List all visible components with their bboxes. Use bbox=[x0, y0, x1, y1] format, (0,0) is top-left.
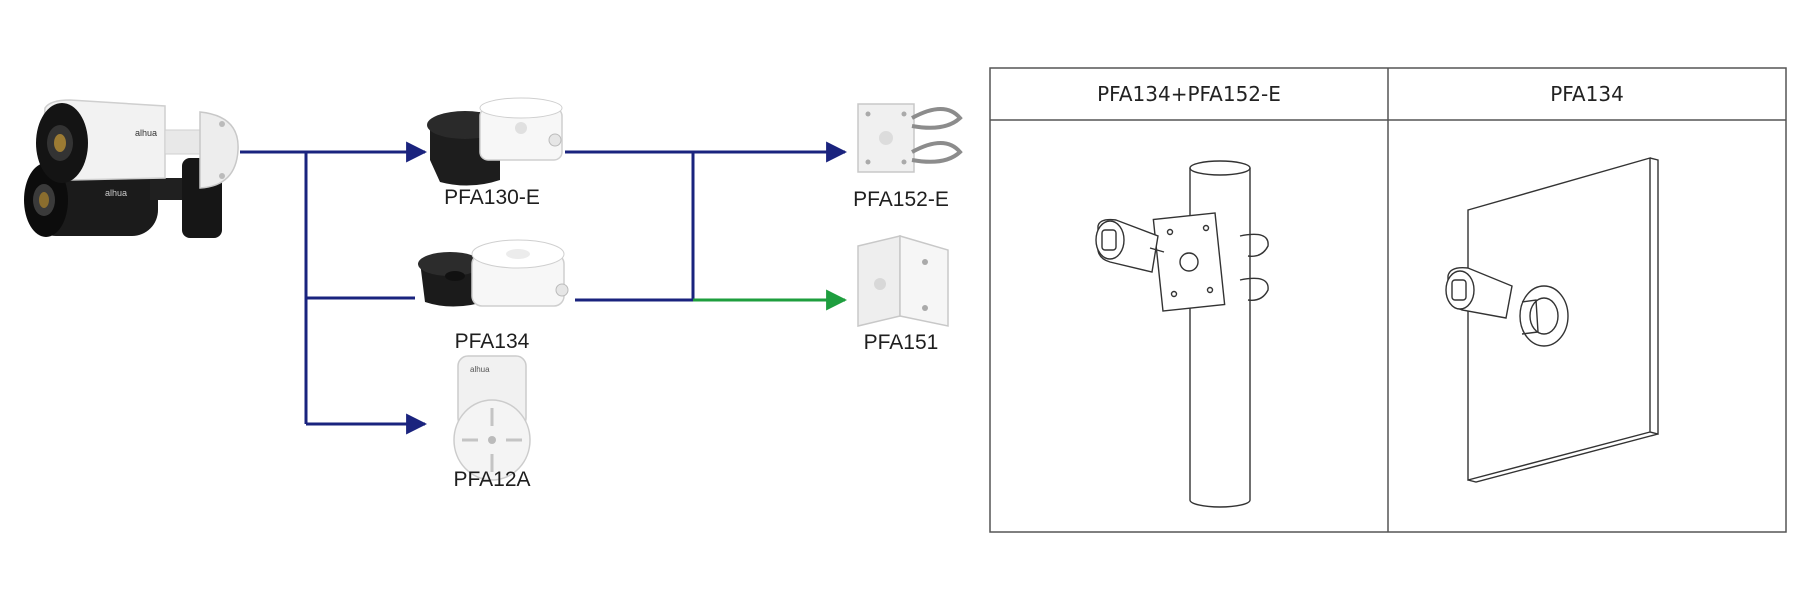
wall-mount-icon: alhua bbox=[453, 355, 531, 481]
bullet-camera-icon: alhua alhua bbox=[24, 99, 239, 238]
label-pfa152-e: PFA152-E bbox=[853, 188, 949, 211]
wall-install-drawing bbox=[1445, 157, 1659, 483]
mount-brand-mark: alhua bbox=[470, 365, 490, 374]
table-header-pole: PFA134+PFA152-E bbox=[1097, 82, 1281, 106]
white-bullet-camera: alhua bbox=[36, 99, 239, 189]
install-table: PFA134+PFA152-E PFA134 bbox=[989, 67, 1787, 533]
table-header-wall: PFA134 bbox=[1550, 82, 1624, 106]
connection-lines bbox=[240, 141, 848, 435]
corner-mount-icon bbox=[857, 235, 949, 327]
label-pfa130-e: PFA130-E bbox=[444, 186, 540, 209]
label-pfa151: PFA151 bbox=[863, 331, 939, 354]
pole-mount-icon bbox=[857, 103, 963, 173]
junction-box-icon bbox=[427, 97, 563, 186]
pole-install-drawing bbox=[1095, 160, 1269, 508]
camera-brand-mark: alhua bbox=[105, 188, 127, 198]
junction-box-icon bbox=[418, 239, 569, 307]
label-pfa12a: PFA12A bbox=[453, 468, 531, 491]
camera-brand-mark: alhua bbox=[135, 128, 157, 138]
label-pfa134: PFA134 bbox=[454, 330, 530, 353]
